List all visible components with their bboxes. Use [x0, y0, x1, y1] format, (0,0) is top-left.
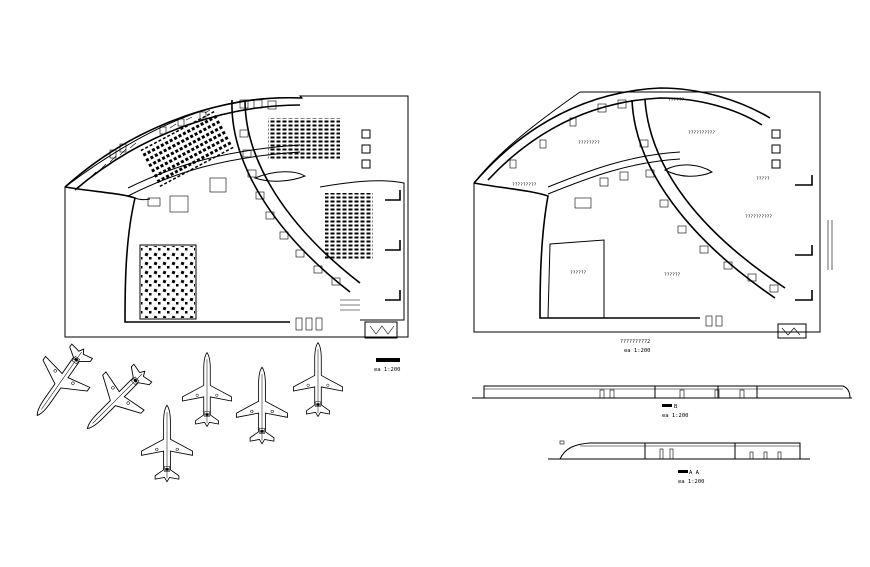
room-label-2: ???????? — [578, 140, 600, 146]
right-plan-outline — [473, 91, 821, 333]
room-label-7: ????????? — [512, 182, 537, 188]
right-floor-plan: ?????? ???????? ?????????? ????? ???????… — [473, 87, 833, 354]
room-label-1: ?????? — [668, 97, 685, 103]
plane-3 — [181, 352, 233, 427]
plane-6 — [292, 342, 344, 417]
plane-1 — [14, 333, 107, 432]
right-band-cells — [509, 99, 629, 209]
right-plan-scale: ea 1:200 — [624, 348, 651, 354]
room-label-4: ????? — [756, 176, 770, 182]
plane-5 — [236, 366, 288, 445]
room-label-6: ?????? — [664, 272, 681, 278]
section-b-scale: ea 1:200 — [662, 413, 689, 419]
left-diagonal-cells — [239, 129, 341, 286]
section-b: B ea 1:200 — [472, 385, 852, 419]
aircraft-group — [14, 333, 344, 483]
section-b-label: B — [674, 404, 678, 410]
section-a: A A ea 1:200 — [548, 440, 810, 485]
left-floor-plan: ea 1:200 — [64, 95, 409, 373]
plane-2 — [67, 351, 165, 449]
section-a-scale: ea 1:200 — [678, 479, 705, 485]
room-label-3: ?????????? — [688, 130, 715, 136]
plane-4 — [141, 404, 193, 483]
room-label-8: ?????? — [570, 270, 587, 276]
room-label-5: ?????????? — [745, 214, 772, 220]
section-a-label: A A — [689, 470, 700, 476]
right-diagonal-cells — [639, 139, 779, 293]
left-plan-scale: ea 1:200 — [374, 367, 401, 373]
right-plan-scale-code: ?????????2 — [620, 339, 650, 345]
left-band-cells — [109, 99, 277, 159]
